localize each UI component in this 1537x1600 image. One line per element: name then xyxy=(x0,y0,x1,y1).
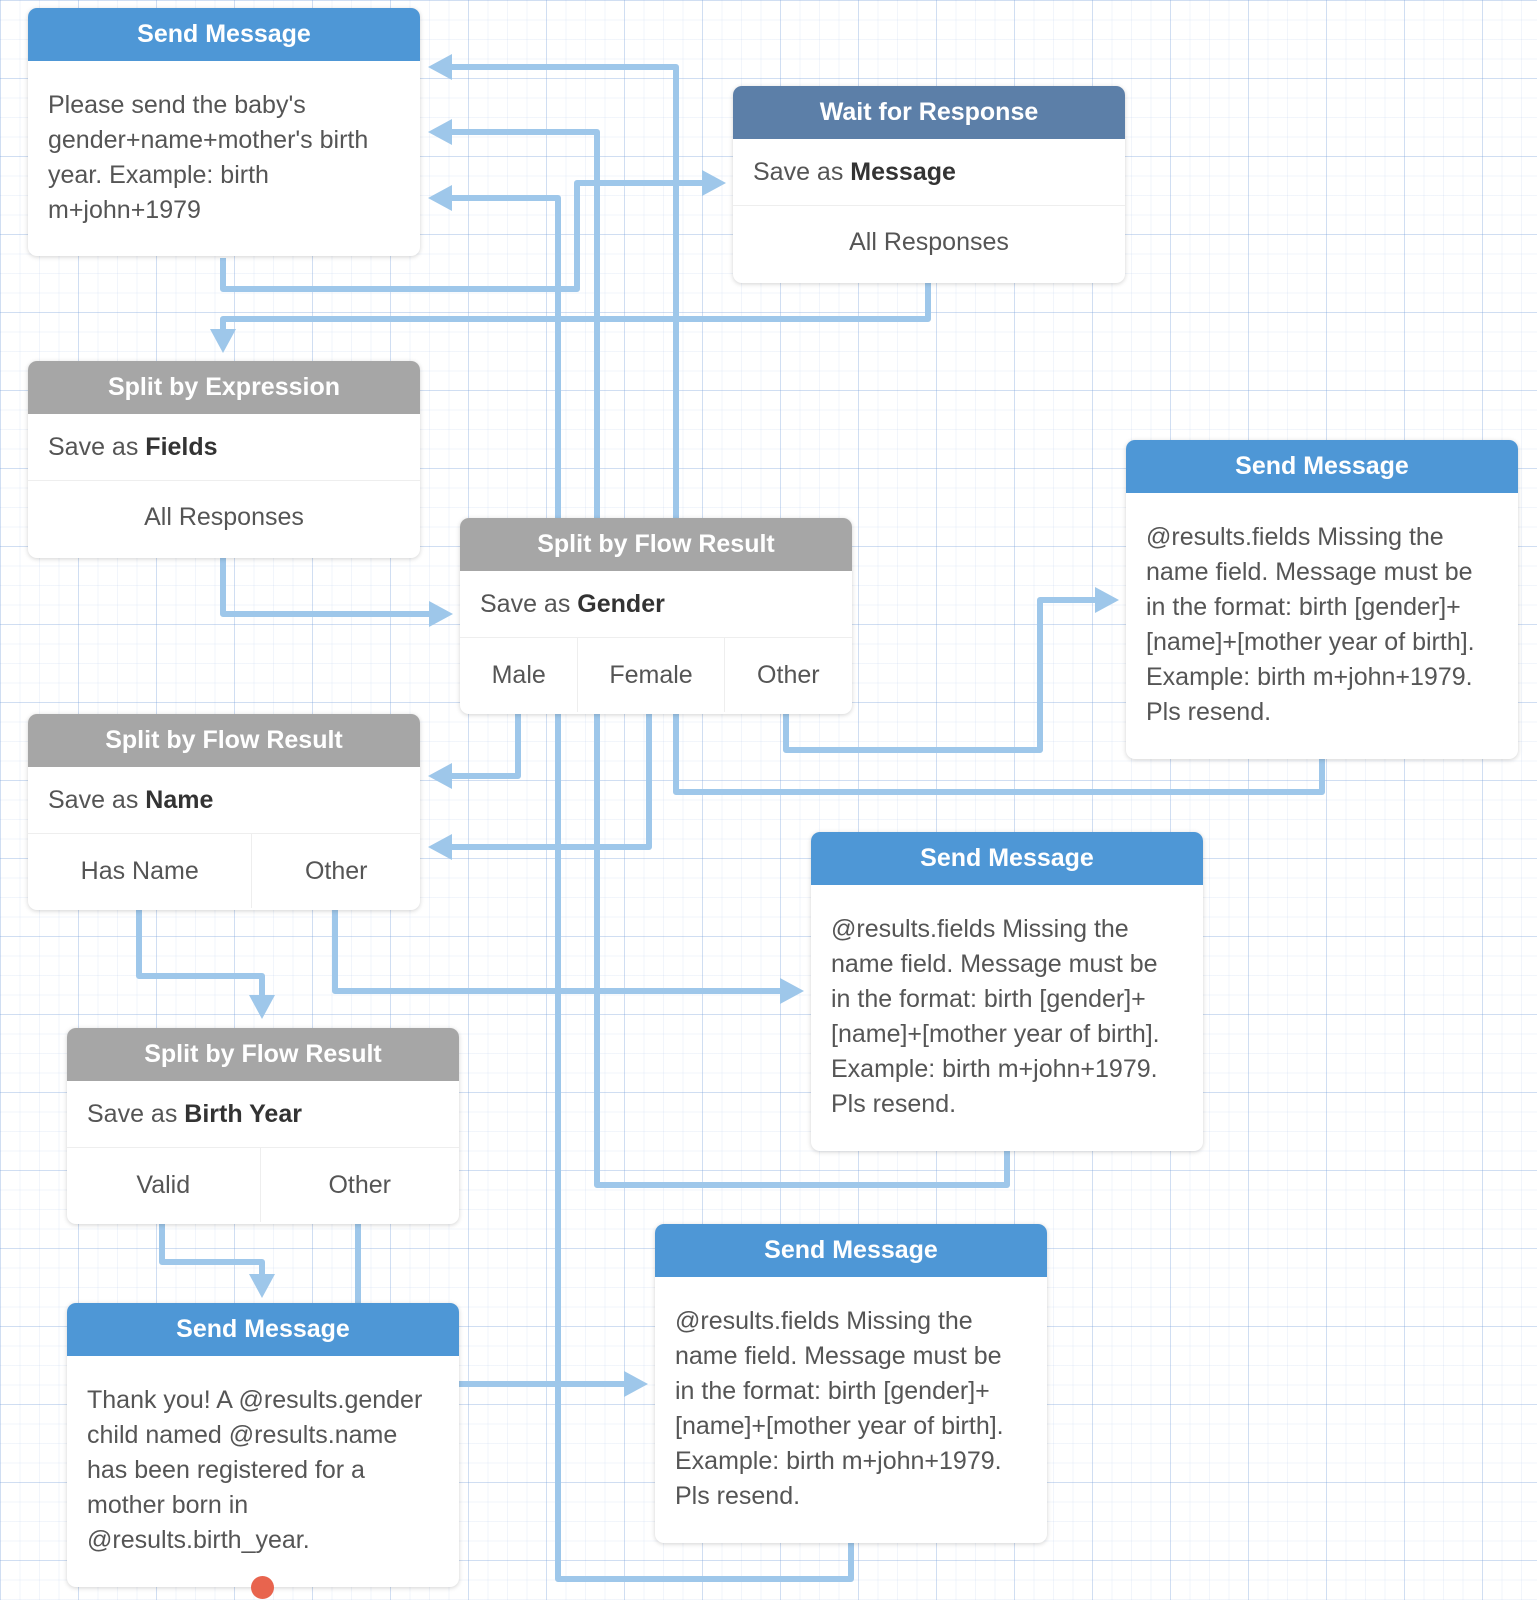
category-other[interactable]: Other xyxy=(251,834,420,908)
node-title: Send Message xyxy=(28,8,420,61)
save-as-row: Save as Gender xyxy=(460,571,852,638)
save-as-variable: Fields xyxy=(145,433,218,461)
save-as-label: Save as xyxy=(48,786,139,814)
category-row: Valid Other xyxy=(67,1148,459,1222)
node-title: Split by Flow Result xyxy=(67,1028,459,1081)
connector-gender-to-send-2 xyxy=(449,129,600,518)
node-title: Send Message xyxy=(67,1303,459,1356)
connector-missing-2-loop xyxy=(594,714,1010,1188)
send-message-request-node[interactable]: Send Message Please send the baby's gend… xyxy=(28,8,420,256)
category-all-responses[interactable]: All Responses xyxy=(144,503,304,531)
connector-has-name-to-birth-year-arrowhead xyxy=(249,995,275,1019)
connector-name-other-to-missing-2-arrowhead xyxy=(780,978,804,1004)
connector-male-to-name xyxy=(449,714,521,779)
connector-female-to-name-arrowhead xyxy=(428,834,452,860)
wait-for-response-node[interactable]: Wait for Response Save as Message All Re… xyxy=(733,86,1125,283)
connector-has-name-to-birth-year xyxy=(136,910,265,998)
connector-valid-to-thanks xyxy=(159,1224,265,1277)
connector-gender-to-send-1-arrowhead xyxy=(428,54,452,80)
split-birth-year-node[interactable]: Split by Flow Result Save as Birth Year … xyxy=(67,1028,459,1224)
node-title: Send Message xyxy=(811,832,1203,885)
category-row: Male Female Other xyxy=(460,638,852,712)
node-title: Split by Flow Result xyxy=(28,714,420,767)
split-name-node[interactable]: Split by Flow Result Save as Name Has Na… xyxy=(28,714,420,910)
split-gender-node[interactable]: Split by Flow Result Save as Gender Male… xyxy=(460,518,852,714)
node-title: Split by Expression xyxy=(28,361,420,414)
message-text: @results.fields Missing the name field. … xyxy=(831,915,1160,1118)
connector-wait-to-expression-arrowhead xyxy=(210,329,236,353)
save-as-row: Save as Message xyxy=(733,139,1125,206)
save-as-variable: Birth Year xyxy=(184,1100,302,1128)
category-valid[interactable]: Valid xyxy=(136,1170,191,1199)
connector-gender-to-send-2-arrowhead xyxy=(428,119,452,145)
save-as-variable: Name xyxy=(145,786,214,814)
connector-missing-3-loop xyxy=(555,714,854,1582)
save-as-label: Save as xyxy=(87,1100,178,1128)
connector-gender-to-send-3-arrowhead xyxy=(428,185,452,211)
save-as-variable: Message xyxy=(850,158,956,186)
connector-gender-to-send-3 xyxy=(449,195,561,518)
connector-gender-other-to-missing-1-arrowhead xyxy=(1095,587,1119,613)
category-male[interactable]: Male xyxy=(491,660,546,689)
save-as-label: Save as xyxy=(753,158,844,186)
send-message-missing-1-node[interactable]: Send Message @results.fields Missing the… xyxy=(1126,440,1518,759)
save-as-variable: Gender xyxy=(577,590,665,618)
node-title: Send Message xyxy=(1126,440,1518,493)
save-as-label: Save as xyxy=(480,590,571,618)
connector-thanks-to-missing-3-arrowhead xyxy=(624,1371,648,1397)
split-by-expression-node[interactable]: Split by Expression Save as Fields All R… xyxy=(28,361,420,558)
connector-female-to-name xyxy=(449,714,652,850)
flow-start-marker[interactable] xyxy=(251,1576,274,1599)
connector-expression-to-gender xyxy=(220,558,432,617)
connector-name-other-to-missing-2 xyxy=(332,910,783,994)
category-has-name[interactable]: Has Name xyxy=(80,856,199,885)
send-message-missing-2-node[interactable]: Send Message @results.fields Missing the… xyxy=(811,832,1203,1151)
connector-gender-other-to-missing-1 xyxy=(783,597,1098,753)
connector-male-to-name-arrowhead xyxy=(428,763,452,789)
message-text: @results.fields Missing the name field. … xyxy=(675,1307,1004,1510)
save-as-row: Save as Name xyxy=(28,767,420,834)
connector-expression-to-gender-arrowhead xyxy=(429,601,453,627)
save-as-row: Save as Birth Year xyxy=(67,1081,459,1148)
message-text: @results.fields Missing the name field. … xyxy=(1146,523,1475,726)
category-other[interactable]: Other xyxy=(723,638,852,712)
connector-send-to-wait xyxy=(220,180,705,292)
message-text: Thank you! A @results.gender child named… xyxy=(87,1386,423,1554)
connector-valid-to-thanks-arrowhead xyxy=(249,1274,275,1298)
category-other[interactable]: Other xyxy=(259,1148,460,1222)
category-row: Has Name Other xyxy=(28,834,420,908)
category-all-responses[interactable]: All Responses xyxy=(849,228,1009,256)
save-as-label: Save as xyxy=(48,433,139,461)
node-title: Split by Flow Result xyxy=(460,518,852,571)
send-message-thanks-node[interactable]: Send Message Thank you! A @results.gende… xyxy=(67,1303,459,1587)
node-title: Send Message xyxy=(655,1224,1047,1277)
send-message-missing-3-node[interactable]: Send Message @results.fields Missing the… xyxy=(655,1224,1047,1543)
connector-send-to-wait-arrowhead xyxy=(702,170,726,196)
node-title: Wait for Response xyxy=(733,86,1125,139)
category-female[interactable]: Female xyxy=(577,638,723,712)
connector-missing-1-loop xyxy=(673,714,1325,795)
message-text: Please send the baby's gender+name+mothe… xyxy=(48,91,369,224)
save-as-row: Save as Fields xyxy=(28,414,420,481)
connector-gender-to-send-1 xyxy=(449,64,679,518)
connector-wait-to-expression xyxy=(220,283,931,336)
